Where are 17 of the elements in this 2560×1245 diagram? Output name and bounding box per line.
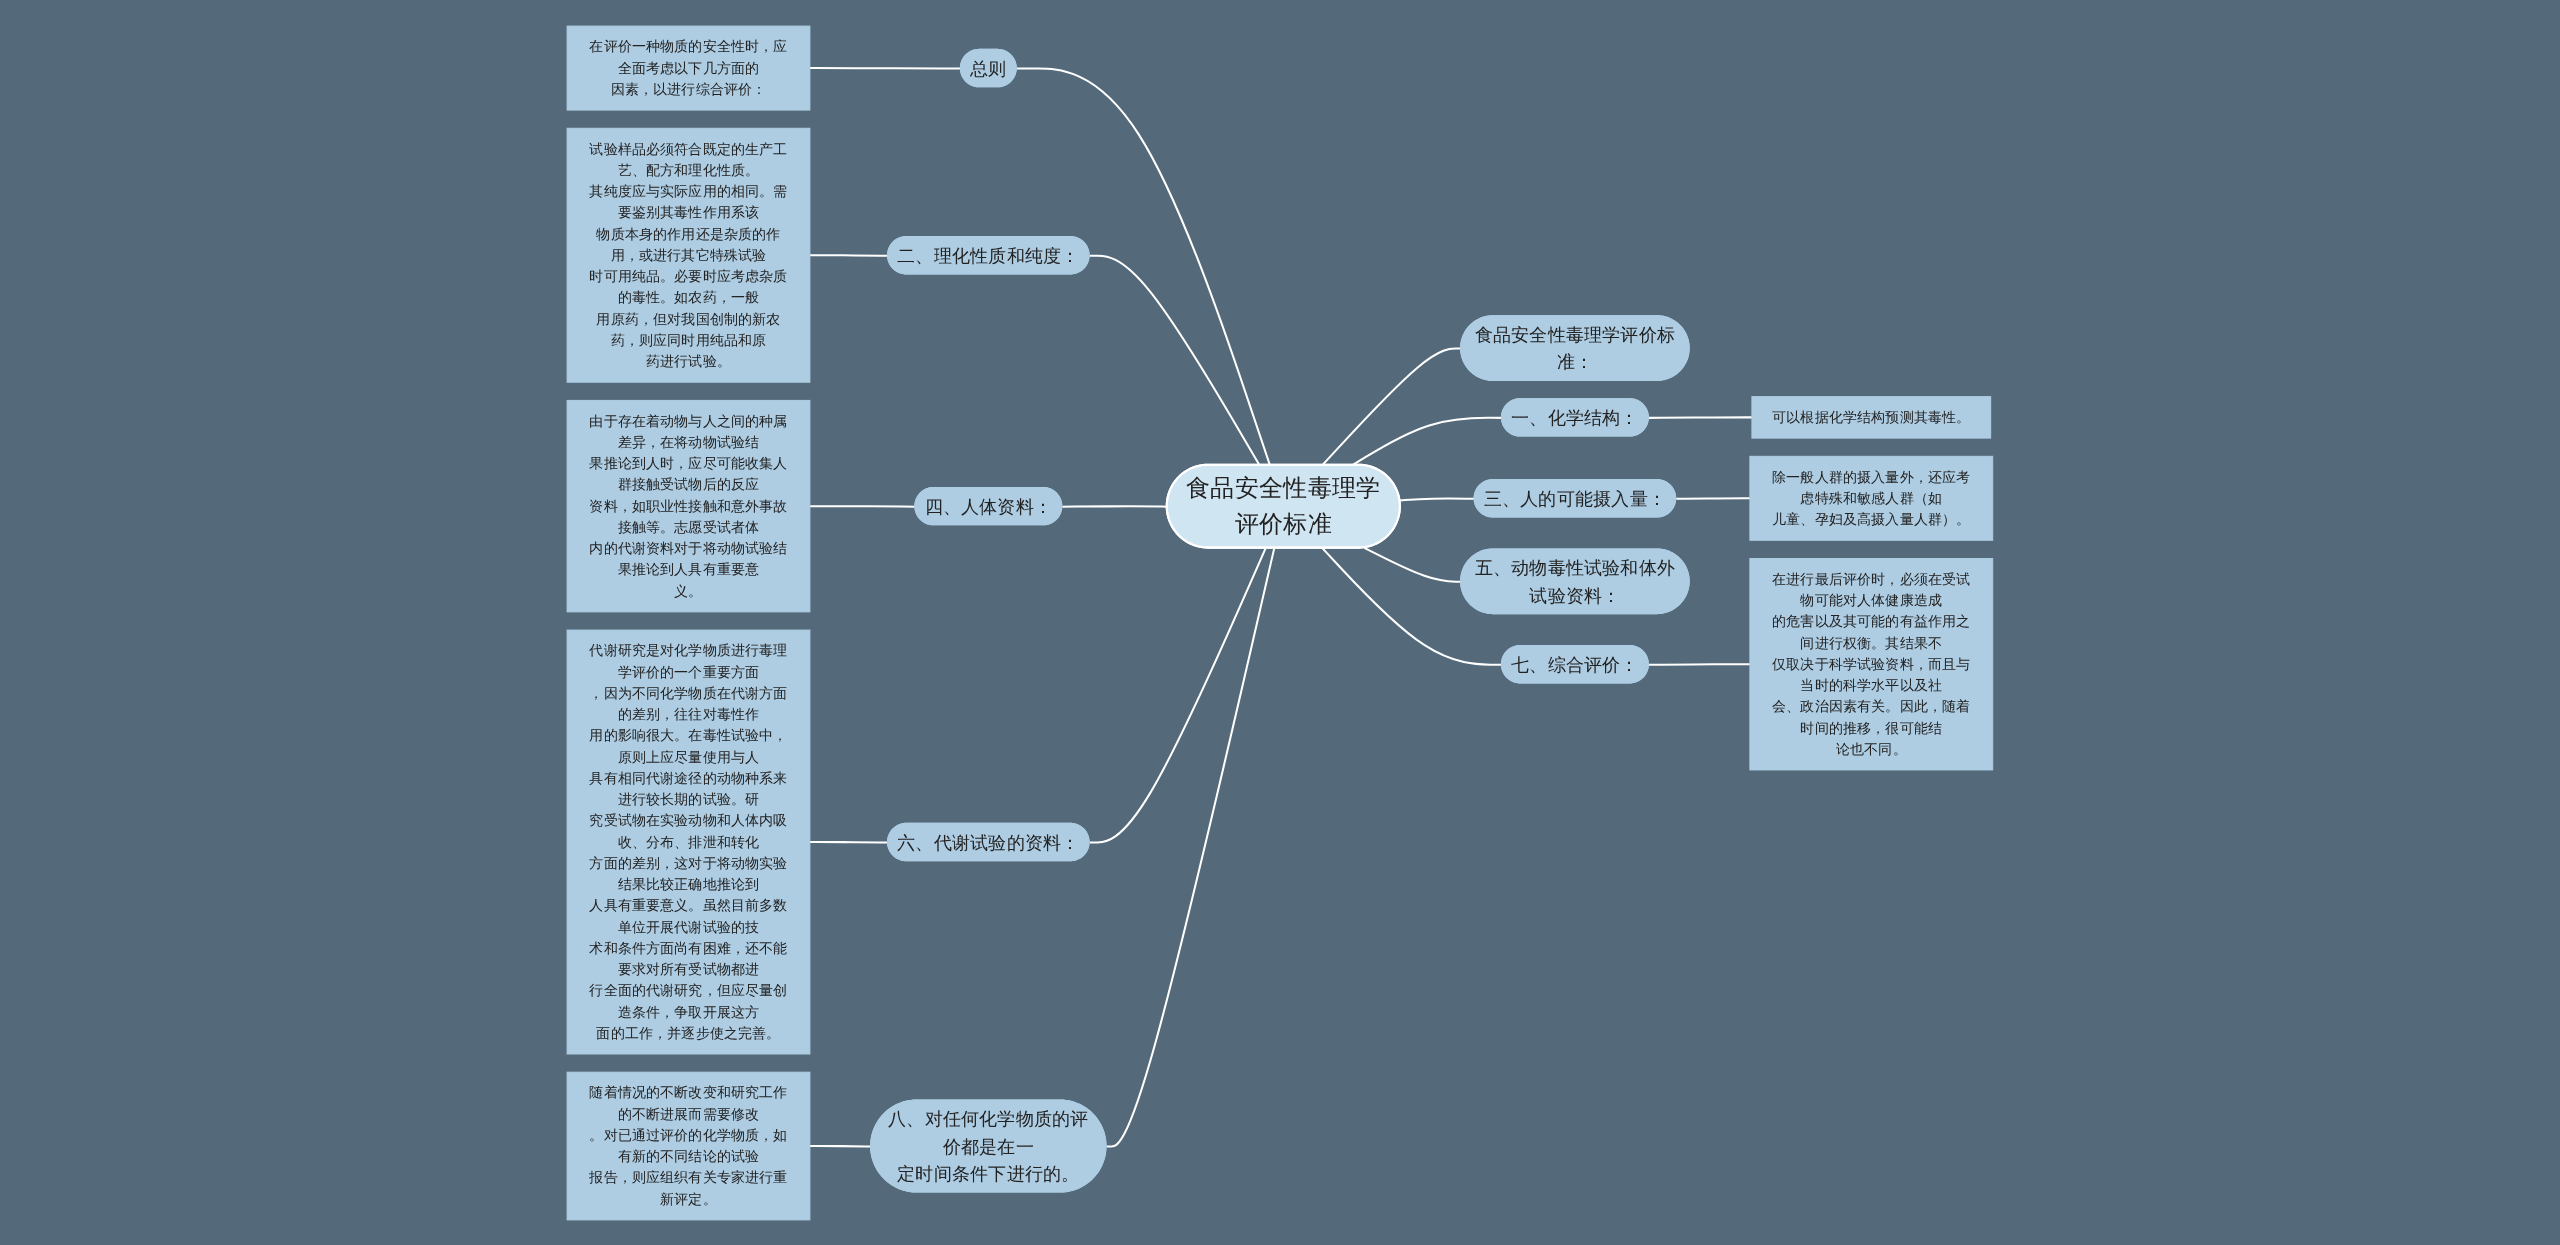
node-box <box>1749 455 1994 541</box>
connector <box>1106 547 1276 1148</box>
node-box <box>566 399 811 612</box>
node-box <box>566 1071 811 1220</box>
connector <box>1676 496 1750 500</box>
node-box <box>566 629 811 1054</box>
node-box <box>566 127 811 383</box>
node-box <box>1751 395 1992 439</box>
node-box <box>1749 557 1994 770</box>
connector <box>1648 415 1752 419</box>
connector <box>1089 547 1267 844</box>
connector <box>810 66 961 70</box>
connector <box>1648 662 1750 666</box>
connector <box>810 504 916 508</box>
connector <box>1016 67 1271 465</box>
connector <box>1399 497 1475 501</box>
node-box <box>566 25 811 111</box>
